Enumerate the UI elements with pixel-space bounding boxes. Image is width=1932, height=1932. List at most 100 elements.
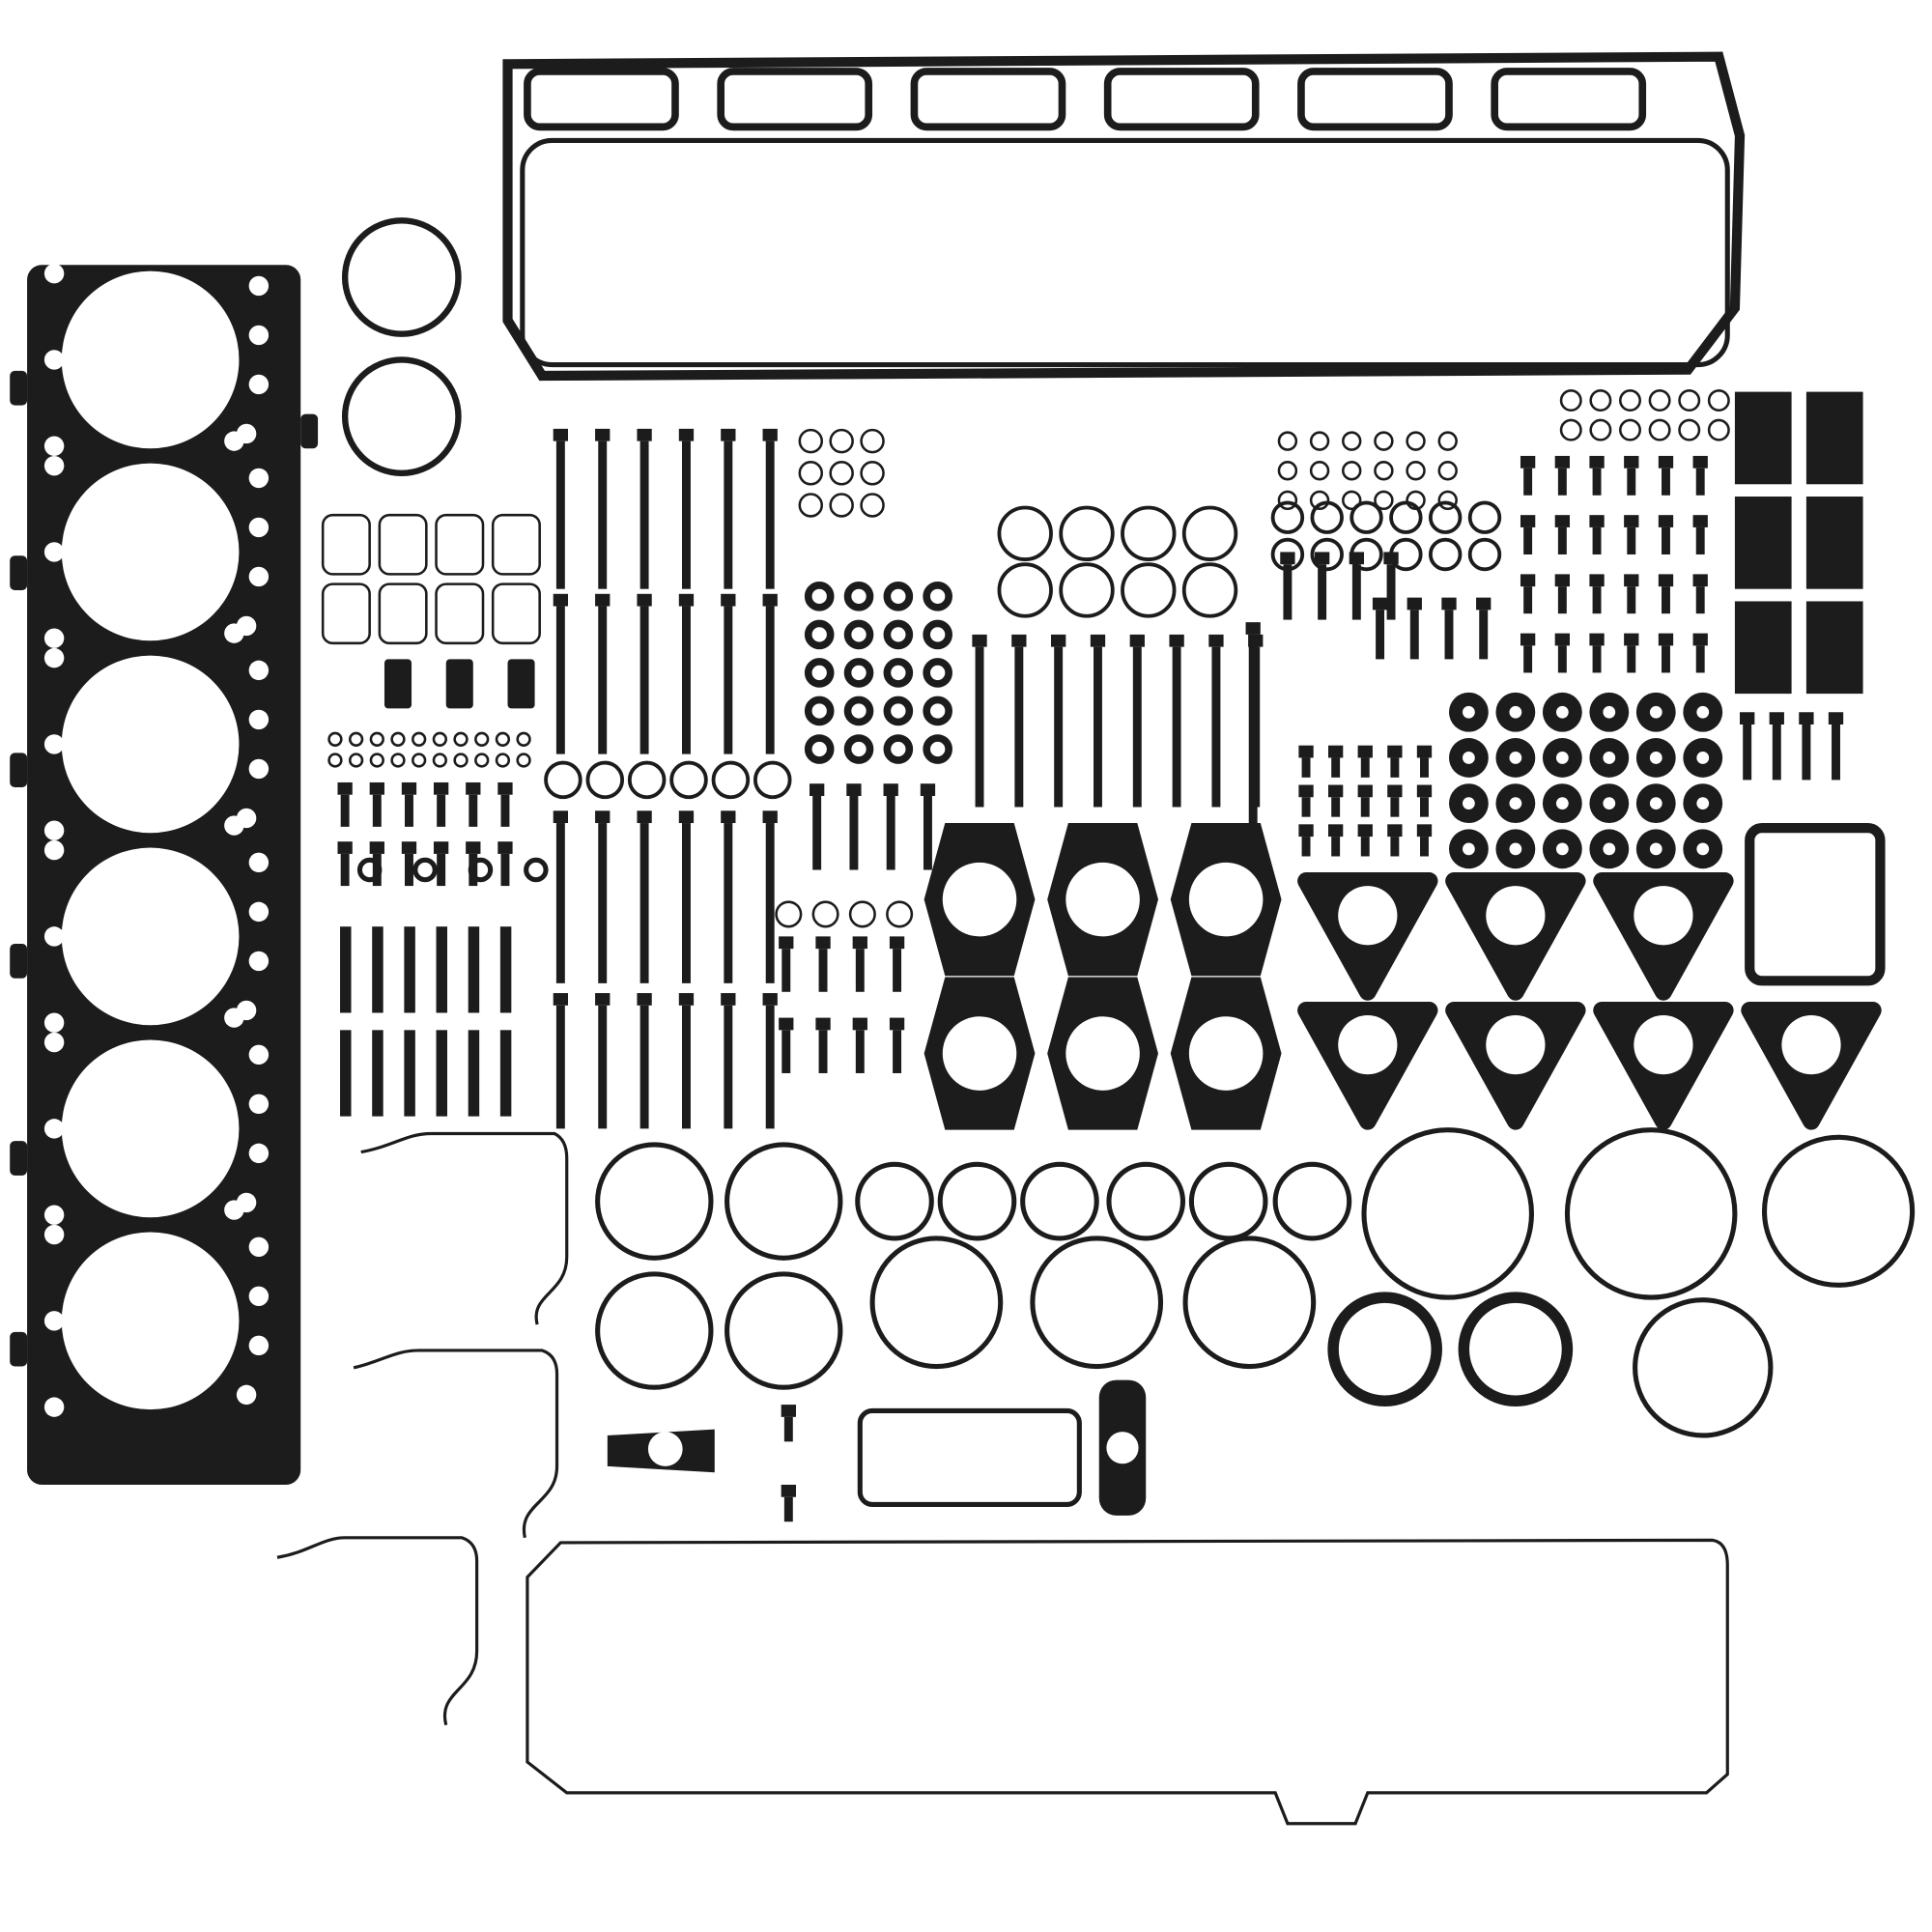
bolt-head — [1769, 712, 1784, 724]
bolt-shank — [886, 795, 895, 870]
head-gasket-hole — [248, 951, 270, 972]
stud — [468, 926, 480, 1013]
small-bolt-shank — [1331, 837, 1341, 857]
head-bolt-head — [553, 810, 569, 824]
stud — [499, 926, 512, 1013]
small-bolt-head — [497, 841, 513, 854]
o-ring — [1406, 461, 1426, 481]
small-bolt-head — [1298, 824, 1314, 838]
bolt-shank — [818, 949, 828, 992]
head-gasket-hole — [43, 926, 65, 947]
o-ring — [390, 753, 406, 768]
valve-bolt-head — [1692, 515, 1708, 527]
large-o-ring — [1564, 1127, 1738, 1300]
valve-bolt-head — [1658, 515, 1674, 527]
head-bolt-shank — [598, 823, 608, 983]
o-ring — [1389, 500, 1423, 534]
small-bolt-head — [433, 781, 449, 795]
washer — [524, 857, 549, 883]
grommet-hole — [1463, 752, 1475, 764]
head-gasket-hole — [224, 815, 244, 836]
head-bolt-head — [762, 593, 778, 607]
thick-washer — [843, 619, 874, 650]
clip — [445, 659, 473, 709]
valve-bolt-shank — [1523, 468, 1533, 496]
valve-bolt-head — [1589, 574, 1605, 587]
valve-bolt-shank — [1662, 645, 1670, 673]
valve-bolt-shank — [1695, 468, 1705, 496]
sleeve — [1734, 601, 1792, 695]
head-gasket-tab — [10, 1331, 28, 1367]
head-bolt-head — [678, 593, 695, 607]
head-bolt-shank — [724, 1005, 733, 1129]
o-ring — [753, 760, 792, 800]
head-bolt-shank — [765, 606, 775, 754]
wire-seal — [276, 1536, 479, 1726]
clip — [384, 659, 412, 709]
o-ring — [848, 900, 876, 928]
o-ring — [1374, 431, 1394, 451]
head-gasket-hole — [248, 758, 270, 780]
small-bolt-head — [1328, 784, 1344, 798]
head-bolt-head — [721, 428, 736, 441]
oil-pan-gasket-icon — [526, 1538, 1729, 1826]
long-bolt-shank — [1211, 646, 1221, 808]
head-bolt-shank — [555, 1005, 565, 1129]
thick-washer — [804, 582, 835, 611]
cylinder-head-gasket-icon — [10, 239, 319, 1485]
head-bolt-head — [721, 993, 736, 1006]
grommet-hole — [1603, 797, 1616, 810]
bolt-shank — [1376, 610, 1385, 660]
flange-port — [1065, 1016, 1140, 1091]
triangular-gasket-port — [1634, 886, 1693, 946]
small-bolt-head — [401, 841, 417, 854]
stud — [499, 1030, 512, 1117]
bolt-shank — [1386, 564, 1396, 620]
o-ring — [860, 461, 885, 486]
o-ring — [585, 760, 625, 800]
head-bolt-shank — [765, 1005, 775, 1129]
valve-bolt-shank — [1627, 586, 1636, 614]
small-bolt-head — [1357, 784, 1373, 798]
sleeve — [1805, 391, 1863, 485]
o-ring — [1678, 389, 1701, 412]
long-bolt-head — [1051, 634, 1066, 647]
grommet-hole — [1509, 797, 1522, 810]
head-gasket-hole — [248, 709, 270, 730]
valve-bolt-shank — [1662, 526, 1670, 554]
grommet-hole — [1463, 797, 1475, 810]
thick-washer — [923, 734, 952, 764]
bolt-head — [846, 783, 862, 796]
bolt-head — [1383, 552, 1399, 565]
bolt-shank — [1743, 724, 1752, 781]
large-o-ring — [937, 1161, 1017, 1241]
small-bolt-head — [466, 841, 481, 854]
valve-cover-inner — [520, 137, 1730, 368]
flange-port — [1188, 1016, 1264, 1091]
bolt-shank — [1283, 564, 1293, 620]
small-bolt-shank — [1331, 757, 1341, 778]
long-bolt-head — [1129, 634, 1145, 647]
head-bolt-shank — [724, 823, 733, 983]
valve-bolt-head — [1554, 633, 1570, 646]
small-bolt-shank — [1360, 757, 1370, 778]
bolt-head — [1280, 552, 1295, 565]
long-bolt-shank — [1094, 646, 1102, 808]
o-ring — [1589, 389, 1612, 412]
valve-bolt-head — [1624, 455, 1639, 469]
o-ring — [1589, 418, 1612, 441]
head-bolt-head — [595, 593, 611, 607]
head-bolt-shank — [681, 1005, 691, 1129]
o-ring — [1121, 562, 1177, 618]
small-bolt-head — [401, 781, 417, 795]
small-bolt-shank — [1390, 757, 1400, 778]
triangular-gasket-port — [1338, 886, 1398, 946]
head-bolt-head — [553, 593, 569, 607]
stud — [372, 926, 384, 1013]
large-o-ring — [1361, 1127, 1535, 1300]
flange-port — [1188, 862, 1264, 937]
small-bolt-shank — [1301, 757, 1311, 778]
thick-washer — [883, 696, 914, 726]
grommet-hole — [1509, 842, 1522, 856]
small-bolt-shank — [1420, 797, 1429, 817]
